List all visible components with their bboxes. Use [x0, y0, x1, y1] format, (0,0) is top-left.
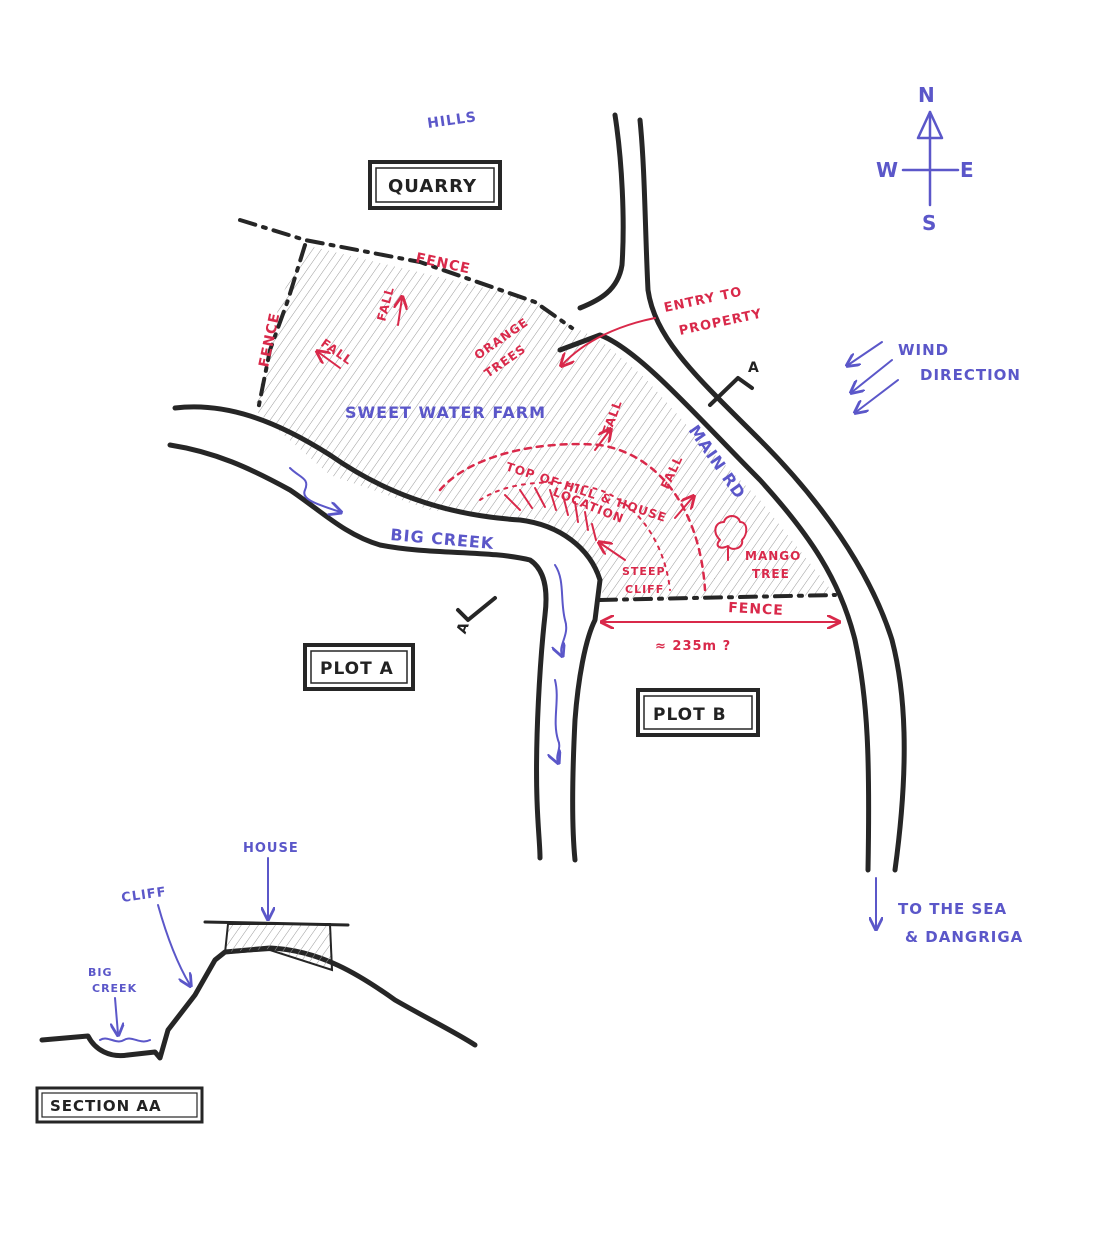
- to-sea-label-1: TO THE SEA: [898, 900, 1007, 918]
- section-aa-drawing: [39, 920, 478, 1061]
- section-marker-a-west: A: [454, 619, 473, 636]
- quarry-box: [368, 160, 502, 210]
- creek-north-bank: [172, 404, 603, 863]
- section-title-label: SECTION AA: [50, 1097, 162, 1115]
- wind-direction-arrows-icon: [848, 341, 899, 412]
- farm-name-label: SWEET WATER FARM: [345, 403, 546, 422]
- plot-b-label: PLOT B: [653, 705, 727, 725]
- entry-arrow: [562, 317, 656, 365]
- road-east-edge: [637, 117, 907, 873]
- section-line-marker-east: [708, 376, 754, 407]
- fence-south-line: [598, 593, 837, 602]
- fall-arrow-1: [398, 298, 402, 326]
- fall-arrow-3: [594, 430, 610, 451]
- wind-label-1: WIND: [898, 341, 949, 359]
- steep-cliff-label-2: CLIFF: [625, 583, 664, 596]
- compass-rose-icon: [901, 110, 960, 207]
- steep-cliff-label-1: STEEP: [622, 565, 666, 578]
- creek-flow-arrow-3: [555, 679, 559, 762]
- fence-north-line: [238, 218, 574, 330]
- section-creek-arrow: [115, 997, 118, 1034]
- mango-label-1: MANGO: [745, 549, 801, 563]
- plot-b-box: [636, 688, 760, 737]
- section-ground-line: [39, 945, 478, 1061]
- fence-west-line: [256, 243, 307, 412]
- road-west-edge: [557, 112, 872, 873]
- section-cliff-label: CLIFF: [120, 885, 167, 906]
- house-hatch: [223, 923, 334, 972]
- section-creek-water: [99, 1037, 151, 1043]
- compass-e: E: [960, 158, 975, 182]
- section-house-label: HOUSE: [243, 841, 299, 856]
- section-creek-label-2: CREEK: [92, 982, 137, 995]
- wind-label-2: DIRECTION: [920, 366, 1021, 384]
- hill-contour-inner: [479, 481, 671, 591]
- mango-label-2: TREE: [752, 567, 790, 581]
- steep-cliff-hachures: [504, 487, 597, 541]
- fall-arrow-2: [318, 352, 341, 369]
- compass-s: S: [922, 211, 937, 235]
- plot-a-label: PLOT A: [320, 659, 394, 679]
- section-marker-a-east: A: [748, 360, 760, 376]
- farm-area-hatch: [255, 245, 835, 600]
- hill-contour-outer: [438, 442, 707, 592]
- fence-bottom-label: FENCE: [728, 600, 784, 619]
- mango-tree-icon: [714, 515, 748, 561]
- hills-label: HILLS: [426, 109, 478, 132]
- section-cliff-arrow: [157, 904, 190, 985]
- entry-label-1: ENTRY TO: [663, 285, 744, 316]
- steep-cliff-arrow: [600, 543, 626, 561]
- distance-label: ≈ 235m ?: [655, 639, 731, 654]
- compass-n: N: [918, 83, 936, 107]
- compass-w: W: [876, 158, 899, 182]
- creek-flow-arrow-1: [289, 467, 340, 512]
- section-line-marker-west: [456, 596, 497, 622]
- entry-label-2: PROPERTY: [678, 307, 764, 339]
- to-sea-label-2: & DANGRIGA: [905, 928, 1023, 946]
- quarry-label: QUARRY: [388, 176, 477, 197]
- creek-flow-arrow-2: [555, 564, 568, 655]
- creek-south-bank: [167, 442, 549, 861]
- section-title-box: [35, 1086, 204, 1124]
- section-creek-label-1: BIG: [88, 966, 113, 979]
- plot-a-box: [303, 643, 415, 691]
